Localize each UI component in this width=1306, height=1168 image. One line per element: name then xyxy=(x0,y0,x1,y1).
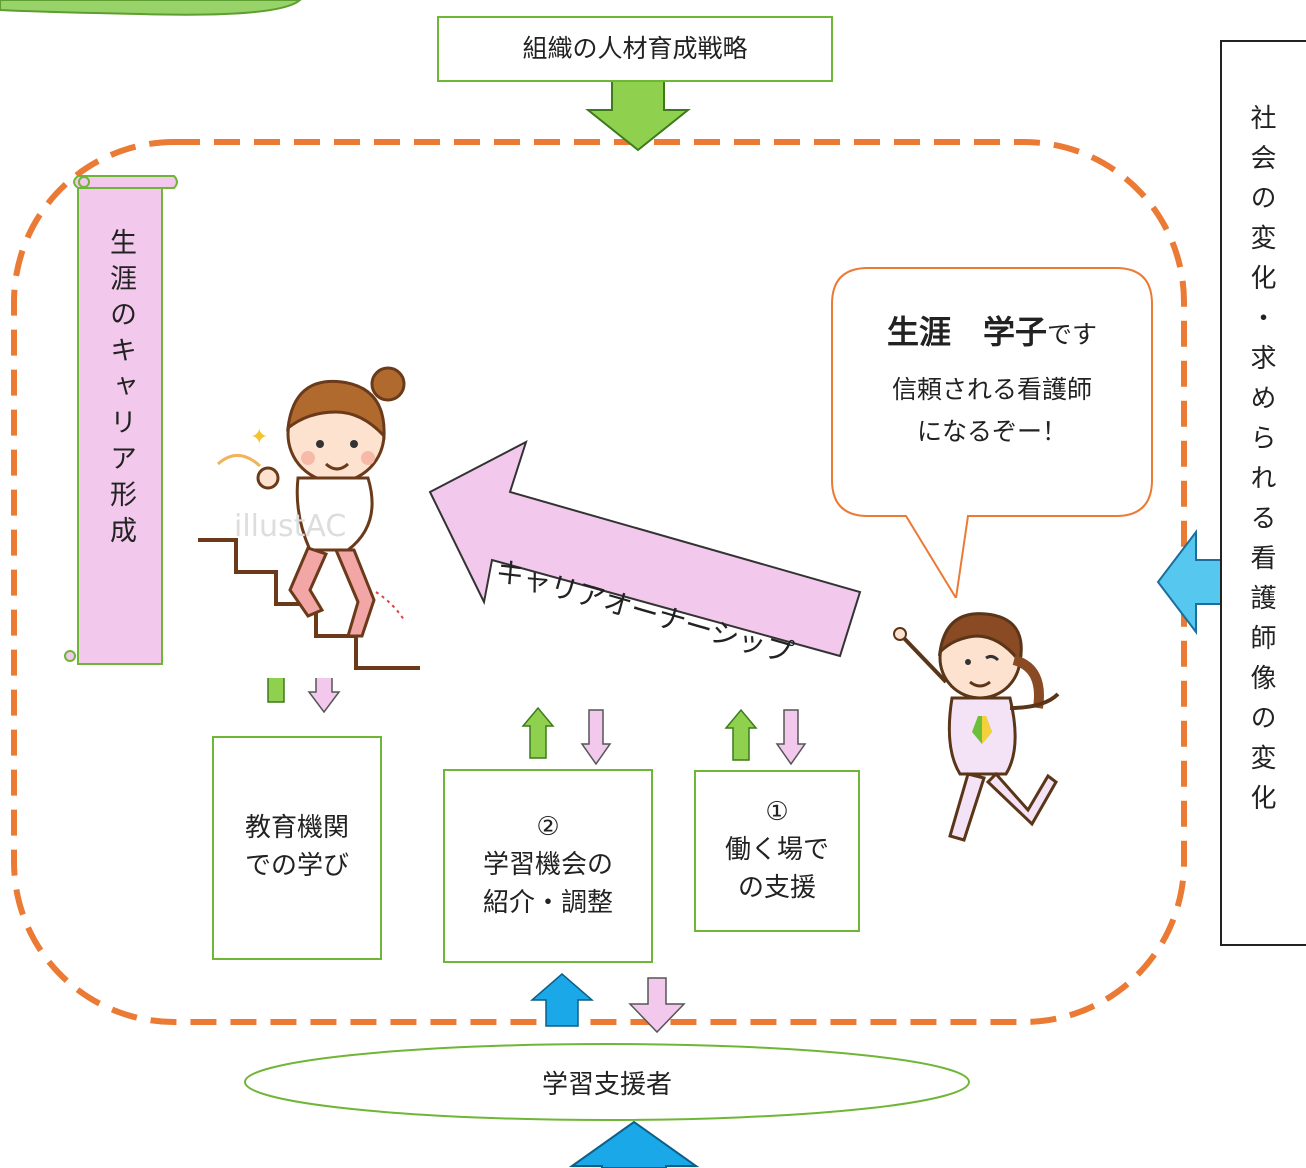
bubble-line-2: になるぞー！ xyxy=(916,416,1067,446)
box1-line1: 教育機関 xyxy=(244,813,349,844)
up-arrow-middle xyxy=(521,706,555,759)
up-arrow-right xyxy=(724,708,758,761)
box2-line1: ② xyxy=(536,812,560,843)
box3-line1: ① xyxy=(765,797,789,828)
scroll-banner-shape xyxy=(64,175,178,665)
society-left-arrow xyxy=(1156,529,1223,635)
society-change-panel: 社会の変化・求められる看護師像の変化 xyxy=(1220,40,1306,946)
box2-line2: 学習機会の xyxy=(482,850,613,881)
box1-line2: での学び xyxy=(244,851,349,881)
career-ownership-arrow xyxy=(428,439,862,658)
career-formation-label: 生涯のキャリア形成 xyxy=(78,228,162,552)
character-name: 生涯 学子 xyxy=(886,313,1047,351)
support-down-arrow xyxy=(628,977,686,1034)
decorative-green-shape xyxy=(0,0,302,16)
bubble-line-1: 信頼される看護師 xyxy=(891,374,1092,404)
running-nurse-image xyxy=(888,598,1084,858)
workplace-support-box: ① 働く場で の支援 xyxy=(694,770,860,932)
character-name-suffix: です xyxy=(1047,320,1098,349)
vertical-text: 生涯のキャリア形成 xyxy=(105,228,136,552)
hr-strategy-label: 組織の人材育成戦略 xyxy=(522,33,748,63)
nurse-climbing-stairs-image: ✦ illustAC xyxy=(198,354,420,678)
svg-text:✦: ✦ xyxy=(250,425,268,450)
learning-supporter-label: 学習支援者 xyxy=(541,1070,672,1100)
hr-strategy-box: 組織の人材育成戦略 xyxy=(437,16,833,82)
box3-line2: 働く場で xyxy=(724,835,829,866)
bottom-up-arrow xyxy=(568,1120,700,1168)
character-name-line: 生涯 学子です xyxy=(832,312,1152,354)
box3-line3: の支援 xyxy=(737,872,816,903)
learning-opportunity-box: ② 学習機会の 紹介・調整 xyxy=(443,769,653,963)
speech-bubble-shape xyxy=(831,267,1153,601)
education-institution-box: 教育機関 での学び xyxy=(212,736,382,960)
down-arrow-middle xyxy=(580,709,612,766)
down-arrow-right xyxy=(775,709,807,766)
learning-supporter-ellipse xyxy=(244,1043,970,1121)
watermark-text: illustAC xyxy=(234,509,346,544)
box2-line3: 紹介・調整 xyxy=(482,887,613,918)
support-up-arrow xyxy=(529,973,595,1027)
society-change-label: 社会の変化・求められる看護師像の変化 xyxy=(1246,104,1276,824)
speech-bubble-content: 生涯 学子です 信頼される看護師 になるぞー！ xyxy=(832,312,1152,448)
strategy-down-arrow xyxy=(585,79,691,152)
